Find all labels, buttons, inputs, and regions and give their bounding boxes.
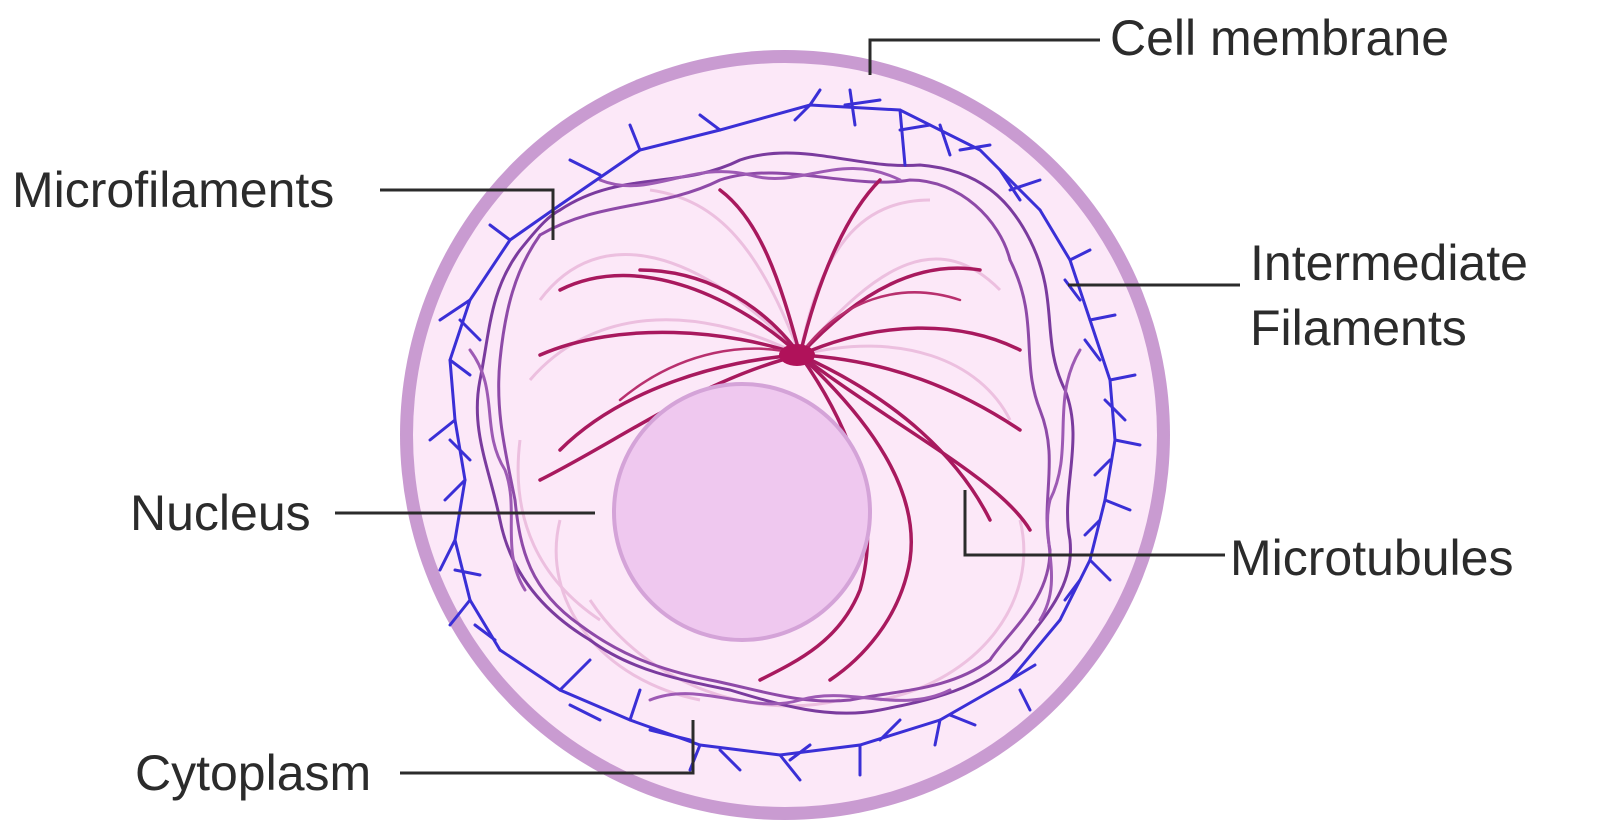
label-cytoplasm-text: Cytoplasm [135,745,371,801]
centrosome [779,344,815,366]
nucleus [614,384,870,640]
label-cell-membrane-text: Cell membrane [1110,10,1449,66]
label-microtubules-text: Microtubules [1230,530,1513,586]
label-nucleus-text: Nucleus [130,485,311,541]
label-intermediate-filaments-line1: Intermediate [1250,235,1528,291]
label-cell-membrane: Cell membrane [870,10,1449,75]
label-intermediate-filaments-line2: Filaments [1250,300,1467,356]
label-microfilaments-text: Microfilaments [12,162,334,218]
